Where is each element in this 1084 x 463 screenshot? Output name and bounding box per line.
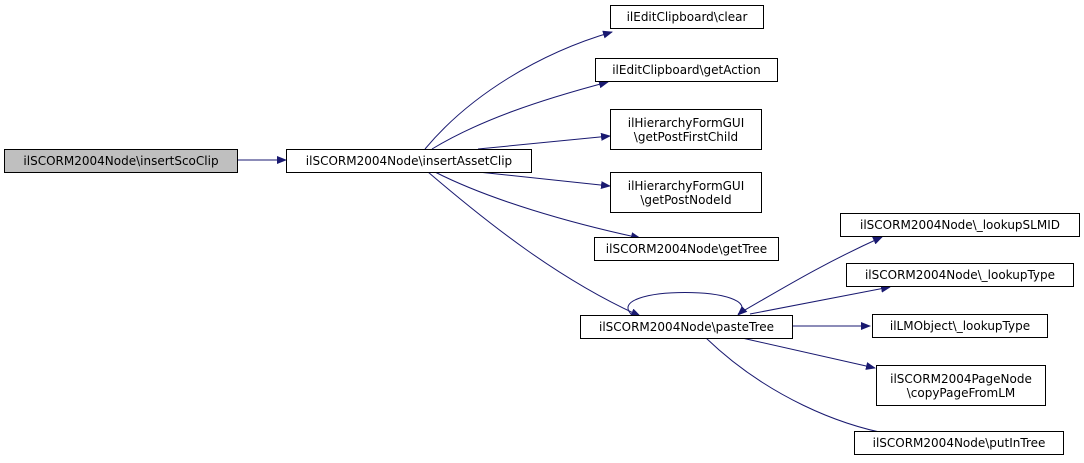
node-getTree-label: ilSCORM2004Node\getTree — [605, 242, 768, 256]
node-lookupSLMID-label: ilSCORM2004Node\_lookupSLMID — [860, 218, 1060, 232]
node-insertAssetClip[interactable]: ilSCORM2004Node\insertAssetClip — [286, 149, 532, 173]
node-insertScoClip: ilSCORM2004Node\insertScoClip — [4, 149, 238, 173]
node-putInTree-label: ilSCORM2004Node\putInTree — [872, 436, 1046, 450]
node-clear[interactable]: ilEditClipboard\clear — [610, 5, 764, 29]
edge-insertAssetClip-getPostNodeId — [477, 171, 611, 190]
node-getPostNodeId-label-1: ilHierarchyFormGUI — [627, 178, 745, 193]
node-copyPageFromLM[interactable]: ilSCORM2004PageNode \copyPageFromLM — [876, 365, 1046, 406]
node-getPostNodeId-label-2: \getPostNodeId — [640, 192, 732, 207]
node-getTree[interactable]: ilSCORM2004Node\getTree — [594, 237, 779, 261]
node-pasteTree[interactable]: ilSCORM2004Node\pasteTree — [580, 315, 793, 339]
node-copyPageFromLM-label-1: ilSCORM2004PageNode — [890, 371, 1032, 386]
node-lookupType[interactable]: ilSCORM2004Node\_lookupType — [846, 263, 1074, 287]
node-lookupSLMID[interactable]: ilSCORM2004Node\_lookupSLMID — [840, 213, 1080, 237]
edge-insertAssetClip-getPostFirstChild — [477, 132, 611, 150]
node-copyPageFromLM-label-2: \copyPageFromLM — [906, 385, 1016, 400]
node-getAction-label: ilEditClipboard\getAction — [612, 63, 761, 77]
edge-insertAssetClip-pasteTree — [427, 171, 641, 317]
node-getPostFirstChild-label-2: \getPostFirstChild — [633, 129, 739, 144]
node-lmLookupType[interactable]: ilLMObject\_lookupType — [872, 314, 1048, 338]
node-getPostNodeId[interactable]: ilHierarchyFormGUI \getPostNodeId — [610, 172, 762, 213]
edge-insertAssetClip-getTree — [434, 171, 641, 241]
node-insertAssetClip-label: ilSCORM2004Node\insertAssetClip — [305, 154, 513, 168]
node-lookupType-label: ilSCORM2004Node\_lookupType — [864, 268, 1056, 282]
node-getPostFirstChild[interactable]: ilHierarchyFormGUI \getPostFirstChild — [610, 109, 762, 150]
edge-pasteTree-lookupType — [749, 284, 891, 315]
edge-insertAssetClip-clear — [424, 30, 613, 150]
node-insertScoClip-label: ilSCORM2004Node\insertScoClip — [23, 154, 219, 168]
node-putInTree[interactable]: ilSCORM2004Node\putInTree — [854, 431, 1064, 455]
node-getAction[interactable]: ilEditClipboard\getAction — [595, 58, 778, 82]
node-pasteTree-label: ilSCORM2004Node\pasteTree — [598, 320, 774, 334]
node-lmLookupType-label: ilLMObject\_lookupType — [889, 319, 1031, 333]
node-getPostFirstChild-label-1: ilHierarchyFormGUI — [627, 115, 745, 130]
edge-pasteTree-lookupSLMID — [737, 236, 883, 315]
edge-pasteTree-copyPageFromLM — [741, 337, 876, 370]
edge-insertAssetClip-getAction — [431, 80, 609, 150]
edge-pasteTree-pasteTree — [627, 292, 748, 316]
node-clear-label: ilEditClipboard\clear — [626, 10, 748, 24]
